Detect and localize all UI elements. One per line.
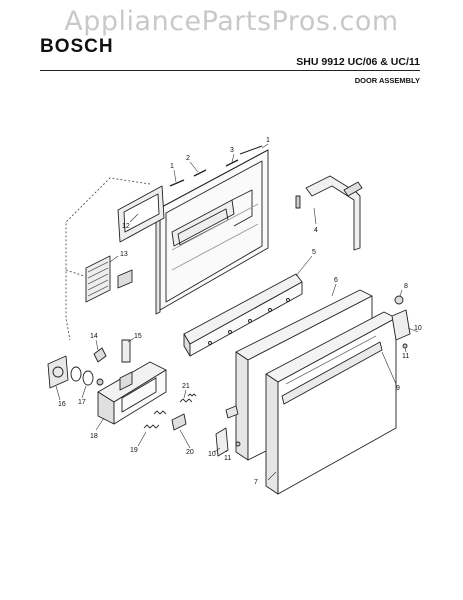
callout-19: 19 (130, 447, 138, 454)
callout-3: 3 (230, 147, 234, 154)
bumper (225, 405, 239, 419)
hinge-bracket (295, 175, 363, 251)
end-cap (391, 295, 411, 349)
callout-10b: 10 (208, 451, 216, 458)
section-title: DOOR ASSEMBLY (354, 76, 420, 85)
switch-block (47, 355, 69, 389)
callout-12: 12 (122, 223, 130, 230)
callout-18: 18 (90, 433, 98, 440)
model-number: SHU 9912 UC/06 & UC/11 (296, 56, 420, 68)
callout-11: 11 (402, 353, 409, 360)
clip (171, 413, 187, 431)
callout-1b: 1 (170, 163, 174, 170)
callout-1: 1 (266, 137, 270, 144)
door-strip (183, 273, 303, 357)
group-guides (65, 177, 151, 341)
screws (169, 145, 263, 187)
callout-20: 20 (186, 449, 194, 456)
callout-2: 2 (186, 155, 190, 162)
header-rule (40, 70, 420, 71)
pins (93, 339, 131, 363)
callout-17: 17 (78, 399, 86, 406)
callout-10: 10 (414, 325, 422, 332)
callout-6: 6 (334, 277, 338, 284)
callout-7: 7 (254, 479, 258, 486)
callout-14: 14 (90, 333, 98, 340)
inner-door-panel (155, 149, 269, 315)
callout-11b: 11 (224, 455, 231, 462)
front-door-panel (265, 311, 397, 495)
springs (143, 393, 197, 429)
callout-15: 15 (134, 333, 142, 340)
callout-5: 5 (312, 249, 316, 256)
watermark: AppliancePartsPros.com (64, 6, 399, 37)
callout-21: 21 (182, 383, 190, 390)
gasket-frame (117, 185, 165, 243)
brand-logo: BOSCH (40, 36, 114, 57)
callout-8: 8 (404, 283, 408, 290)
vent-louver (85, 255, 133, 303)
latch-housing (97, 361, 167, 425)
callout-13: 13 (120, 251, 128, 258)
callout-4: 4 (314, 227, 318, 234)
callout-9: 9 (396, 385, 400, 392)
leader-lines (55, 143, 419, 481)
callout-16: 16 (58, 401, 66, 408)
seal-rings (70, 366, 104, 386)
callout-labels: 1 1 2 3 4 5 6 7 8 9 10 10 11 11 12 13 14… (58, 137, 422, 486)
